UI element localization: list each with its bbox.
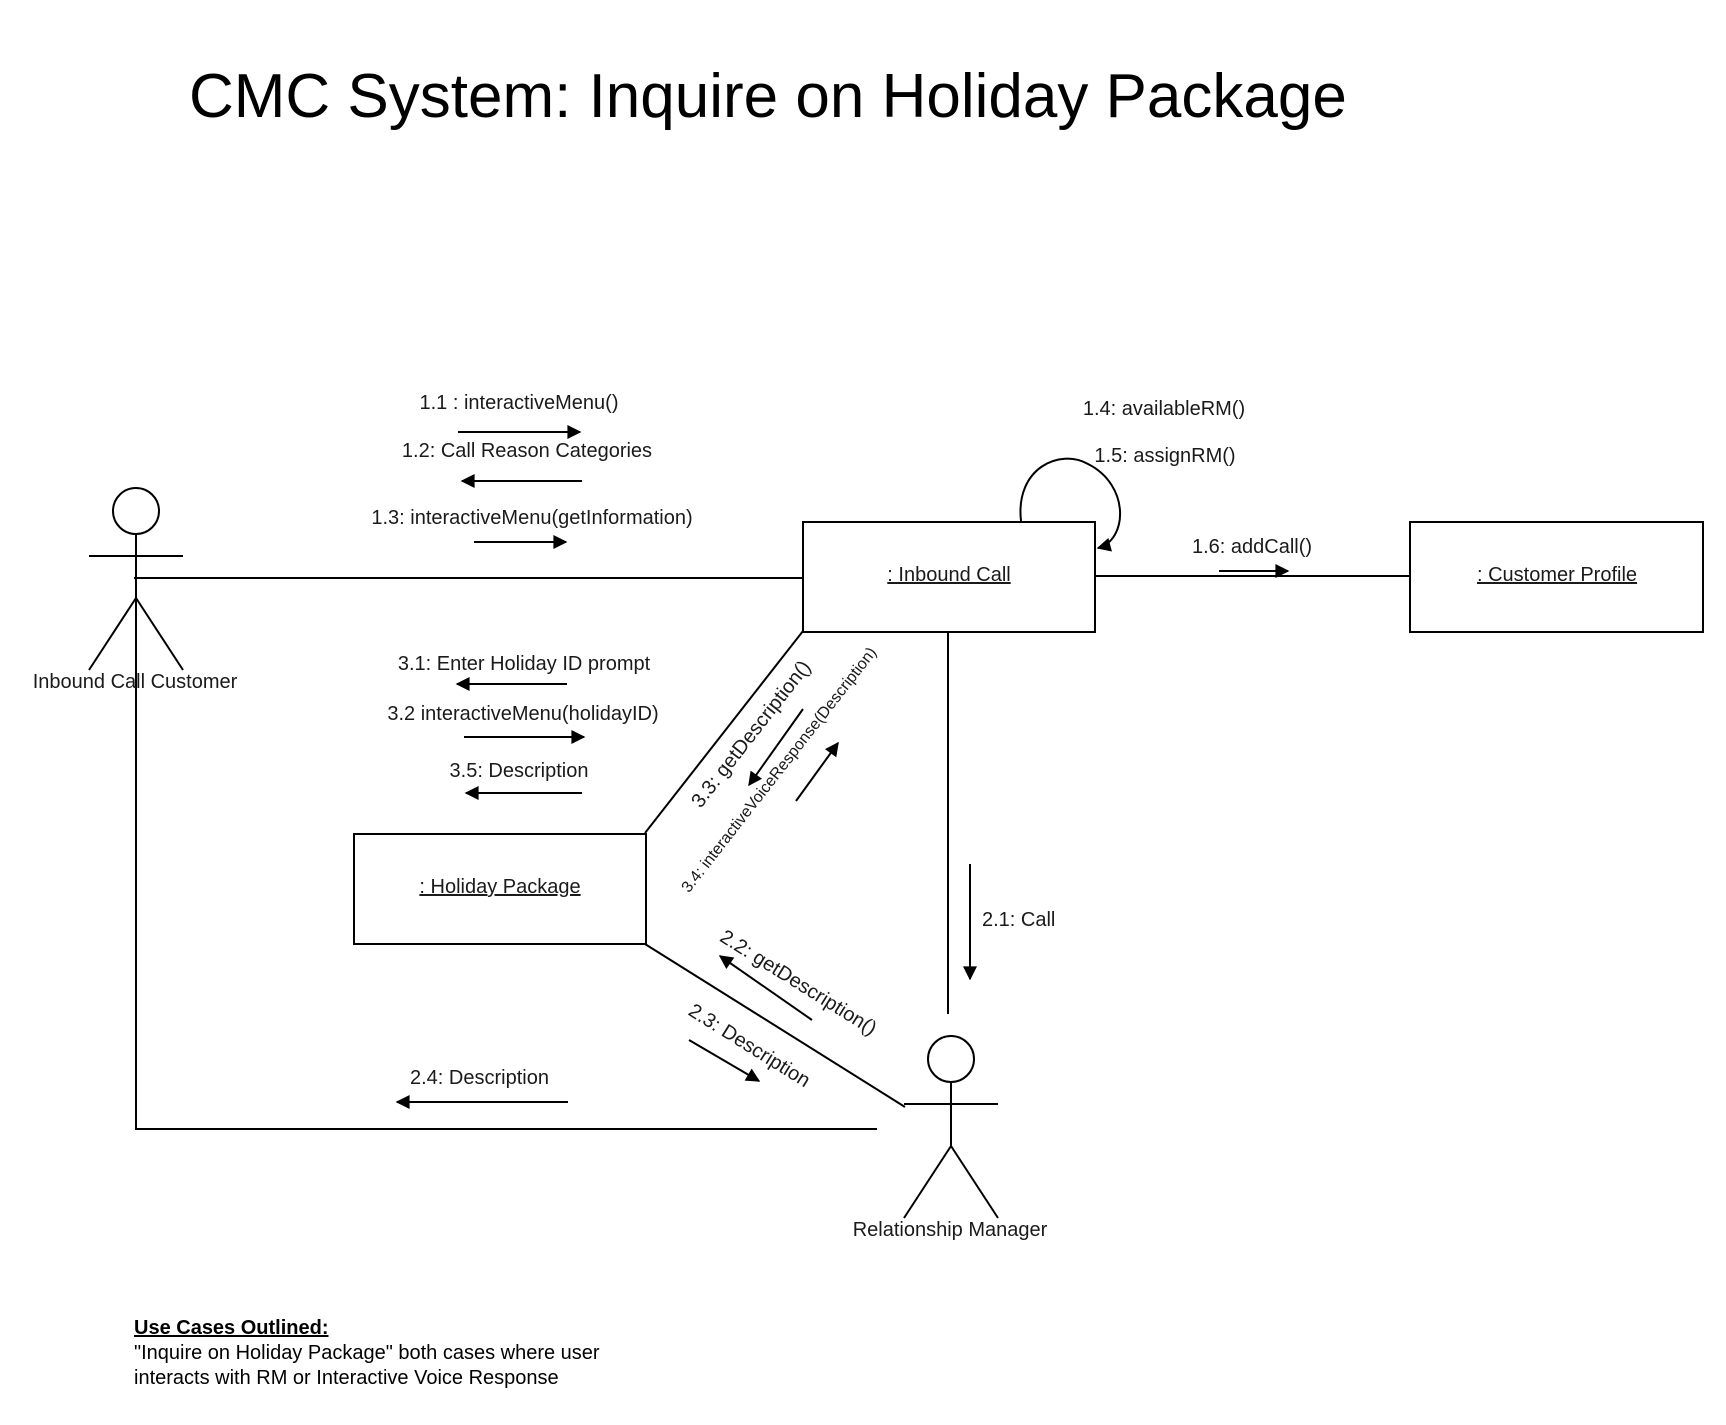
- self-loop-inboundcall: [1019, 457, 1121, 552]
- message-1-4: 1.4: availableRM(): [1083, 398, 1245, 420]
- message-3-5: 3.5: Description: [450, 760, 589, 782]
- link-inboundcall-holidaypackage: [644, 630, 804, 834]
- holiday-package-label: : Holiday Package: [419, 876, 580, 898]
- link-holidaypackage-rm: [644, 943, 906, 1108]
- message-1-1: 1.1 : interactiveMenu(): [420, 392, 619, 414]
- customer-profile-object[interactable]: : Customer Profile: [1409, 521, 1704, 633]
- rm-actor[interactable]: [903, 1035, 999, 1219]
- message-2-1: 2.1: Call: [982, 909, 1055, 931]
- use-cases-heading: Use Cases Outlined:: [134, 1317, 329, 1339]
- inbound-call-object[interactable]: : Inbound Call: [802, 521, 1096, 633]
- customer-actor-label: Inbound Call Customer: [33, 671, 238, 693]
- rm-actor-label: Relationship Manager: [853, 1219, 1048, 1241]
- message-1-6: 1.6: addCall(): [1192, 536, 1312, 558]
- message-2-3: 2.3: Description: [684, 1000, 814, 1092]
- message-1-3: 1.3: interactiveMenu(getInformation): [371, 507, 692, 529]
- use-cases-line-1: "Inquire on Holiday Package" both cases …: [134, 1342, 600, 1364]
- arrow-3-3: [748, 708, 804, 787]
- link-customer-rm: [135, 578, 877, 1130]
- use-cases-line-2: interacts with RM or Interactive Voice R…: [134, 1367, 559, 1389]
- arrow-2-3: [688, 1039, 761, 1082]
- message-3-1: 3.1: Enter Holiday ID prompt: [398, 653, 651, 675]
- holiday-package-object[interactable]: : Holiday Package: [353, 833, 647, 945]
- message-2-2: 2.2: getDescription(): [716, 926, 880, 1040]
- use-cases-note: Use Cases Outlined: "Inquire on Holiday …: [134, 1316, 694, 1391]
- arrow-3-4: [795, 741, 839, 802]
- inbound-call-label: : Inbound Call: [887, 564, 1010, 586]
- diagram-title: CMC System: Inquire on Holiday Package: [189, 62, 1347, 131]
- message-1-2: 1.2: Call Reason Categories: [402, 440, 652, 462]
- customer-profile-label: : Customer Profile: [1477, 564, 1637, 586]
- message-1-5: 1.5: assignRM(): [1094, 445, 1235, 467]
- message-3-2: 3.2 interactiveMenu(holidayID): [387, 703, 658, 725]
- customer-actor[interactable]: [88, 487, 184, 671]
- arrow-2-2: [718, 955, 813, 1021]
- message-2-4: 2.4: Description: [410, 1067, 549, 1089]
